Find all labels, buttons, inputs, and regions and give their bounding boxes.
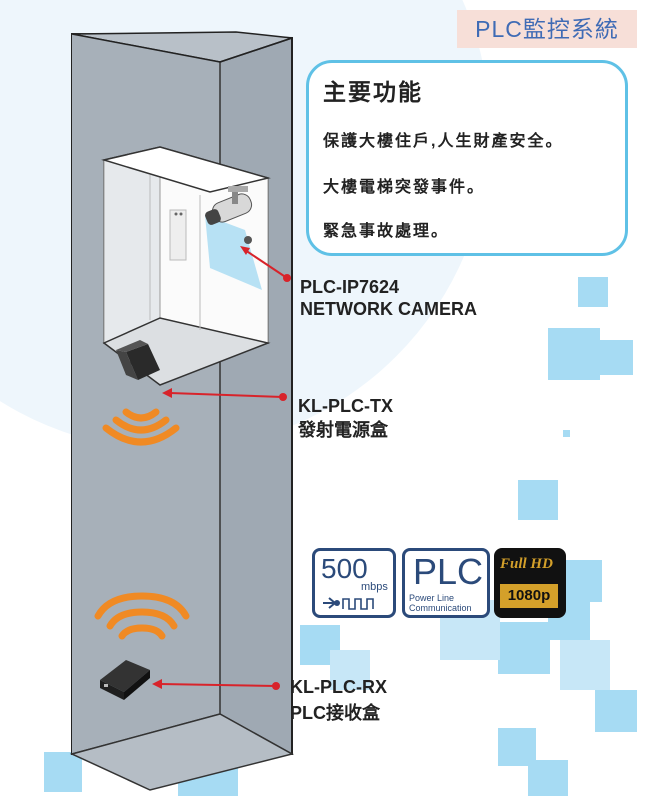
hd-badge: Full HD 1080p [494,548,566,618]
speed-value: 500 [321,553,368,584]
tx-model: KL-PLC-TX [298,396,393,416]
camera-label: PLC-IP7624 NETWORK CAMERA [300,276,477,320]
tx-box-icon [116,340,160,380]
plc-line1: Power Line [409,593,455,603]
arrow-rx [152,679,280,690]
plc-title: PLC [413,551,484,592]
wifi-tx-icon [102,408,180,446]
camera-icon [205,186,253,244]
rx-model: KL-PLC-RX [290,677,387,697]
hd-line2: 1080p [500,584,558,608]
hd-line1: Full HD [500,556,553,572]
camera-desc: NETWORK CAMERA [300,299,477,319]
shaft-floor [69,713,295,791]
tx-label: KL-PLC-TX 發射電源盒 [298,395,393,441]
speed-unit: mbps [361,581,388,593]
feature-item: 大樓電梯突發事件。 [323,179,486,196]
rx-desc: PLC接收盒 [290,703,380,723]
plc-line2: Communication [409,603,472,613]
wifi-rx-icon [94,592,190,640]
arrow-tx [162,388,287,401]
speed-badge: 500 mbps [312,548,396,618]
rx-label: KL-PLC-RX PLC接收盒 [290,676,387,724]
camera-model: PLC-IP7624 [300,277,400,297]
plc-badge: PLC Power Line Communication [402,548,490,618]
tx-desc: 發射電源盒 [298,420,388,440]
feature-item: 保護大樓住戶,人生財產安全。 [323,133,564,150]
elevator-panel [169,209,187,261]
camera-view-cone [205,215,262,290]
page-title: PLC監控系統 [457,10,637,48]
arrow-camera [240,246,291,282]
features-box: 主要功能 保護大樓住戶,人生財產安全。 大樓電梯突發事件。 緊急事故處理。 [306,60,628,256]
rx-box-icon [100,660,150,700]
feature-item: 緊急事故處理。 [323,223,450,240]
signal-icon [323,597,374,610]
features-heading: 主要功能 [323,79,423,105]
